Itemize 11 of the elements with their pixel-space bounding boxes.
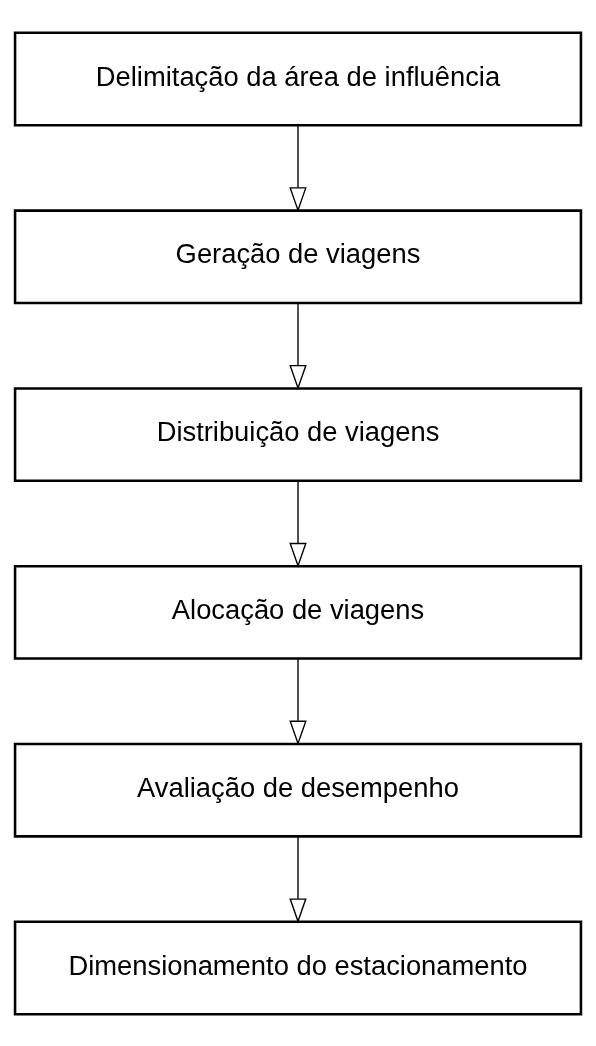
arrow (289, 301, 307, 390)
node-box: Avaliação de desempenho (13, 742, 583, 838)
node-box: Geração de viagens (13, 208, 583, 304)
node-box: Distribuição de viagens (13, 386, 583, 482)
arrow (289, 479, 307, 568)
node-box: Alocação de viagens (13, 564, 583, 660)
node-box: Delimitação da área de influência (13, 31, 583, 126)
arrow (289, 835, 307, 923)
arrow (289, 123, 307, 212)
arrow (289, 657, 307, 746)
node-box: Dimensionamento do estacionamento (13, 920, 583, 1015)
